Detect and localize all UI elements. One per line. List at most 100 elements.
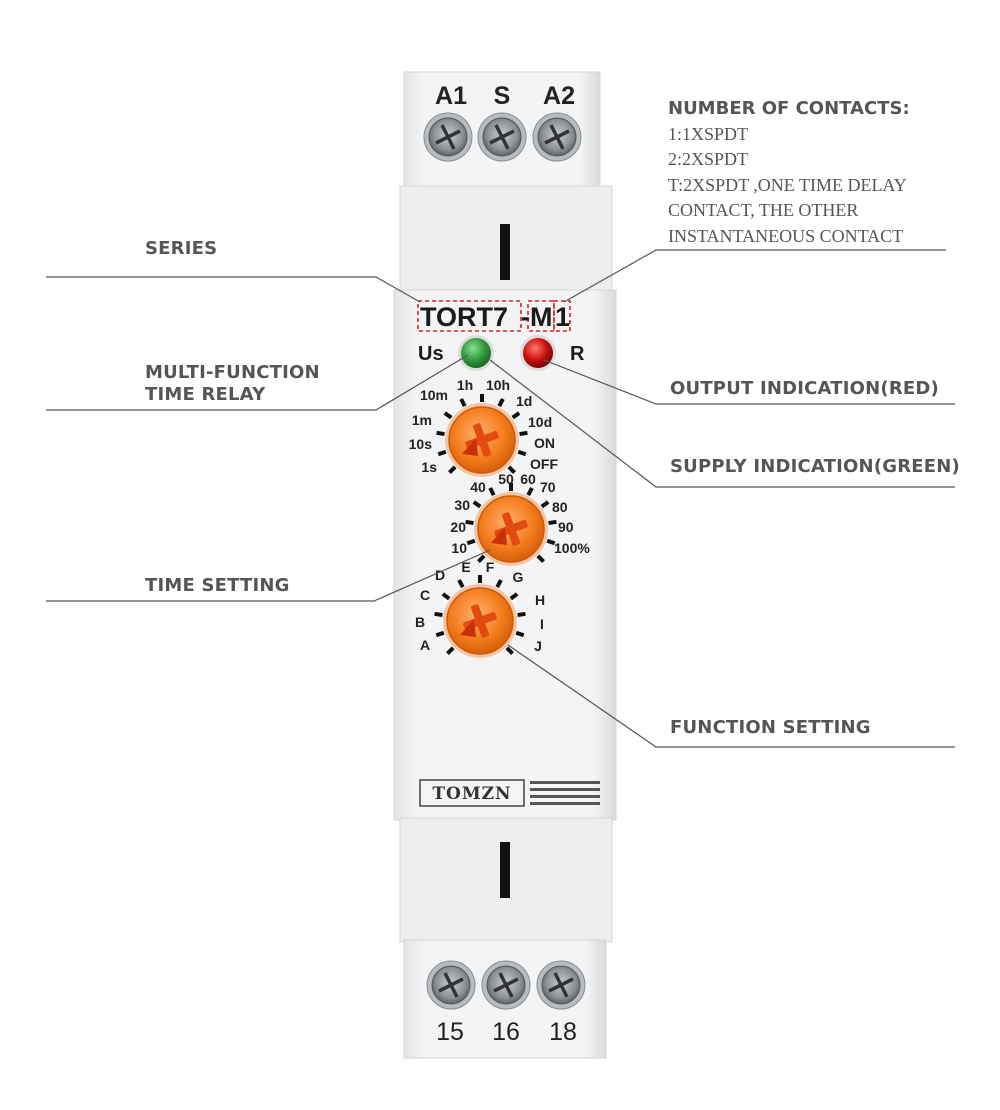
dial-tick [509, 592, 519, 601]
dial-tick [446, 646, 455, 655]
annotation-time-setting: TIME SETTING [145, 575, 290, 596]
leader-contacts [563, 249, 946, 303]
model-series: TORT7 [420, 302, 508, 332]
dial-tick [540, 500, 550, 509]
screw-icon [423, 112, 473, 162]
annotation-multi-function-line-2: TIME RELAY [145, 384, 266, 405]
dial3-label-e: E [461, 559, 470, 575]
output-led-red [523, 338, 553, 368]
dial2-label-90: 90 [558, 519, 574, 535]
dial-tick [536, 554, 545, 563]
dial1-label-1d: 1d [516, 393, 532, 409]
contacts-line-4: CONTACT, THE OTHER [668, 200, 859, 220]
dial-tick [437, 449, 447, 457]
screw-terminals [423, 112, 586, 1010]
dial-tick [457, 579, 465, 589]
dial2-label-40: 40 [470, 479, 486, 495]
leader-lines [46, 249, 955, 748]
dial-tick [472, 500, 482, 509]
dial1-label-1h: 1h [457, 377, 473, 393]
leader-time-setting [46, 549, 491, 602]
contacts-line-2: 2:2XSPDT [668, 149, 749, 169]
contacts-line-1: 1:1XSPDT [668, 123, 749, 144]
dial3-label-b: B [415, 614, 425, 630]
screw-icon [536, 960, 586, 1010]
screw-icon [481, 960, 531, 1010]
dial2-label-80: 80 [552, 499, 568, 515]
dial-tick [515, 630, 525, 638]
brand-logo: TOMZN [432, 784, 511, 804]
dial-tick [488, 487, 496, 497]
dial3-label-i: I [540, 616, 544, 632]
dial2-label-100: 100% [554, 540, 590, 556]
led-label-r: R [570, 343, 585, 365]
screw-icon [477, 112, 527, 162]
lower-slot [500, 842, 510, 898]
time-range-knob[interactable] [436, 394, 528, 477]
annotation-output-indication: OUTPUT INDICATION(RED) [670, 378, 939, 399]
model-contacts-code: 1 [555, 302, 570, 332]
terminal-label-s: S [494, 82, 511, 110]
dial-tick [436, 430, 445, 437]
annotation-multi-function-line-1: MULTI-FUNCTION [145, 362, 320, 383]
screw-icon [426, 960, 476, 1010]
contacts-title: NUMBER OF CONTACTS: [668, 98, 910, 119]
dial1-label-10s: 10s [409, 436, 433, 452]
led-label-us: Us [418, 343, 444, 365]
dial3-label-h: H [535, 592, 545, 608]
screw-icon [532, 112, 582, 162]
dial-tick [459, 398, 467, 408]
terminal-label-16: 16 [492, 1018, 520, 1046]
dial-tick [505, 646, 514, 655]
function-knob[interactable] [434, 575, 526, 658]
annotation-supply-indication: SUPPLY INDICATION(GREEN) [670, 456, 960, 477]
dial3-label-a: A [420, 637, 430, 653]
terminal-label-a1: A1 [435, 82, 467, 110]
dial-tick [465, 519, 474, 526]
contacts-line-3: T:2XSPDT ,ONE TIME DELAY [668, 174, 907, 195]
dial-tick [511, 411, 521, 420]
dial1-label-10h: 10h [486, 377, 510, 393]
annotation-function-setting: FUNCTION SETTING [670, 717, 871, 738]
series-highlight-box [417, 300, 522, 332]
brand-plate: TOMZN [419, 779, 600, 807]
dials [434, 394, 557, 658]
contacts-line-5: INSTANTANEOUS CONTACT [668, 225, 904, 246]
dial-tick [495, 579, 503, 589]
dial-tick [435, 630, 445, 638]
dial-tick [434, 611, 443, 618]
leader-function-setting [507, 644, 955, 748]
dial3-label-f: F [486, 559, 495, 575]
model-function-code: M [530, 302, 553, 332]
dial-tick [448, 465, 457, 474]
dial3-label-g: G [513, 569, 524, 585]
dial3-label-j: J [534, 638, 542, 654]
dial-tick [548, 519, 557, 526]
annotation-series: SERIES [145, 238, 218, 259]
upper-slot [500, 224, 510, 280]
dial-tick [519, 430, 528, 437]
percent-knob[interactable] [465, 483, 557, 566]
model-dash: - [521, 302, 530, 332]
knob-pointer-icon [491, 527, 507, 545]
annotation-multi-function: MULTI-FUNCTION TIME RELAY [145, 362, 320, 406]
leader-output-indication [543, 359, 955, 405]
leader-supply-indication [489, 359, 955, 488]
dial1-label-on: ON [534, 435, 555, 451]
dial-tick [517, 611, 526, 618]
leader-multi-function [46, 354, 469, 411]
dial2-label-10: 10 [451, 540, 467, 556]
dial-tick [517, 449, 527, 457]
dial2-label-20: 20 [450, 519, 466, 535]
terminal-label-18: 18 [549, 1018, 577, 1046]
dial1-label-10d: 10d [528, 414, 552, 430]
supply-led-green [461, 338, 491, 368]
terminal-label-a2: A2 [543, 82, 575, 110]
dial2-label-30: 30 [454, 497, 470, 513]
dial2-label-60: 60 [520, 471, 536, 487]
knob-pointer-icon [460, 619, 476, 637]
dial1-label-off: OFF [530, 456, 558, 472]
dial1-label-1m: 1m [412, 412, 432, 428]
dial-tick [443, 411, 453, 420]
